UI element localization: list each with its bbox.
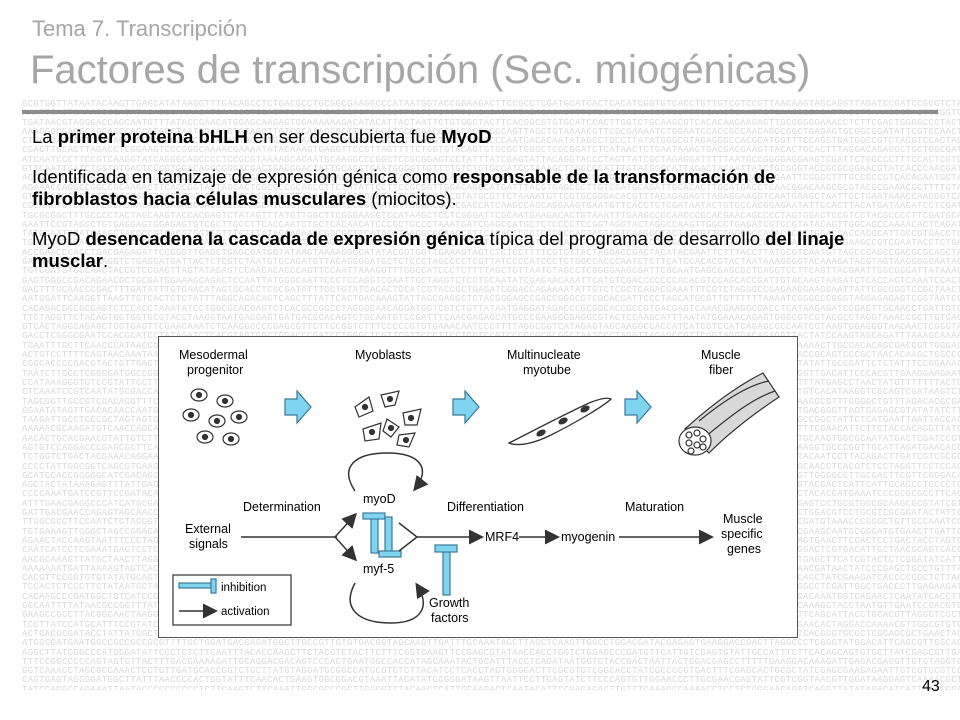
slide-subtitle: Tema 7. Transcripción: [32, 16, 248, 41]
stage-arrows: [284, 389, 652, 425]
myogenesis-diagram: Mesodermal progenitor Myoblasts Multinuc…: [158, 336, 798, 638]
myotube-cell: [507, 397, 613, 446]
growth-factor-inhibition: [434, 544, 458, 596]
slide-title: Factores de transcripción (Sec. miogénic…: [30, 48, 811, 92]
legend-activation: activation: [221, 606, 270, 618]
title-divider: [22, 110, 938, 114]
mesodermal-cells: [182, 388, 248, 446]
label-multinucleate-2: myotube: [523, 363, 571, 377]
label-growth-2: factors: [431, 611, 469, 625]
body-text: La primer proteina bHLH en ser descubier…: [32, 126, 872, 290]
label-myf5: myf-5: [363, 562, 394, 576]
convergence-chevron: [398, 522, 419, 552]
arrow-to-myod: [334, 512, 358, 538]
label-mesodermal-2: progenitor: [187, 363, 243, 377]
label-growth-1: Growth: [429, 596, 469, 610]
myf5-autoregulation-loop: [349, 582, 430, 624]
label-maturation: Maturation: [625, 500, 684, 514]
label-external-2: signals: [189, 537, 228, 551]
label-determination: Determination: [243, 500, 321, 514]
legend-inhibition: inhibition: [221, 582, 266, 594]
label-muscle-2: fiber: [709, 363, 733, 377]
label-mesodermal-1: Mesodermal: [179, 348, 248, 362]
label-genes-2: specific: [721, 527, 763, 541]
myoblast-cells: [354, 390, 422, 448]
arrow-to-myf5: [334, 536, 358, 562]
paragraph-2: Identificada en tamizaje de expresión gé…: [32, 166, 776, 209]
muscle-fiber: [678, 372, 780, 456]
label-genes-1: Muscle: [723, 512, 763, 526]
myod-autoregulation-loop: [348, 452, 429, 492]
label-multinucleate-1: Multinucleate: [507, 348, 581, 362]
label-external-1: External: [185, 522, 231, 536]
cross-regulation: [362, 512, 402, 558]
paragraph-3: MyoD desencadena la cascada de expresión…: [32, 228, 845, 271]
label-mrf4: MRF4: [485, 530, 519, 544]
label-myogenin: myogenin: [561, 530, 615, 544]
paragraph-1: La primer proteina bHLH en ser descubier…: [32, 126, 492, 147]
label-myod: myoD: [363, 492, 396, 506]
label-genes-3: genes: [727, 542, 761, 556]
legend: inhibition activation: [172, 574, 292, 626]
label-muscle-1: Muscle: [701, 348, 741, 362]
label-myoblasts: Myoblasts: [355, 348, 411, 362]
label-differentiation: Differentiation: [447, 500, 524, 514]
page-number: 43: [922, 678, 940, 695]
